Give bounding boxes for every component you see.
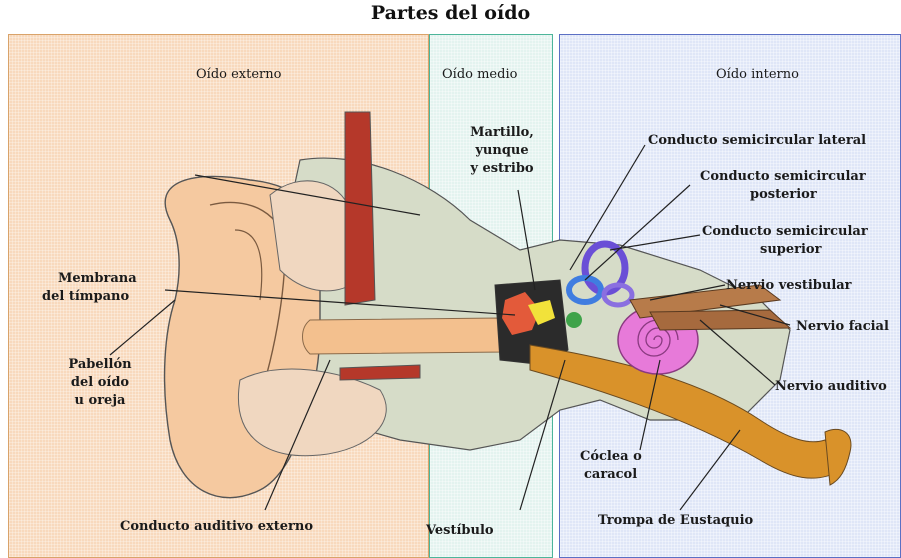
label-posterior-canal-2: posterior	[750, 186, 817, 203]
label-pinna-1: Pabellón	[60, 356, 140, 373]
label-cochlea-2: caracol	[584, 466, 637, 483]
label-eustachian: Trompa de Eustaquio	[598, 512, 753, 529]
label-lateral-canal: Conducto semicircular lateral	[648, 132, 866, 149]
label-posterior-canal-1: Conducto semicircular	[700, 168, 866, 185]
middle-ear-heading: Oído medio	[442, 66, 517, 83]
label-ear-canal: Conducto auditivo externo	[120, 518, 313, 535]
facial-nerve-shape	[650, 310, 790, 330]
label-pinna-2: del oído	[60, 374, 140, 391]
label-facial-nerve: Nervio facial	[796, 318, 889, 335]
label-auditory-nerve: Nervio auditivo	[775, 378, 887, 395]
inner-ear-heading: Oído interno	[716, 66, 799, 83]
cartilage-lower	[340, 365, 420, 380]
ear-canal-shape	[303, 318, 506, 354]
label-superior-canal-1: Conducto semicircular	[702, 223, 868, 240]
label-ossicles-3: y estribo	[452, 160, 552, 177]
label-superior-canal-2: superior	[760, 241, 821, 258]
label-eardrum-1: Membrana	[58, 270, 137, 287]
label-ossicles-2: yunque	[452, 142, 552, 159]
label-vestibule: Vestíbulo	[426, 522, 494, 539]
label-vestibular-nerve: Nervio vestibular	[726, 277, 852, 294]
cartilage-upper	[345, 112, 375, 305]
label-eardrum-2: del tímpano	[42, 288, 129, 305]
eustachian-tip	[825, 429, 851, 485]
label-ossicles-1: Martillo,	[452, 124, 552, 141]
external-ear-heading: Oído externo	[196, 66, 281, 83]
label-pinna-3: u oreja	[60, 392, 140, 409]
oval-window-shape	[566, 312, 582, 328]
label-cochlea-1: Cóclea o	[580, 448, 642, 465]
